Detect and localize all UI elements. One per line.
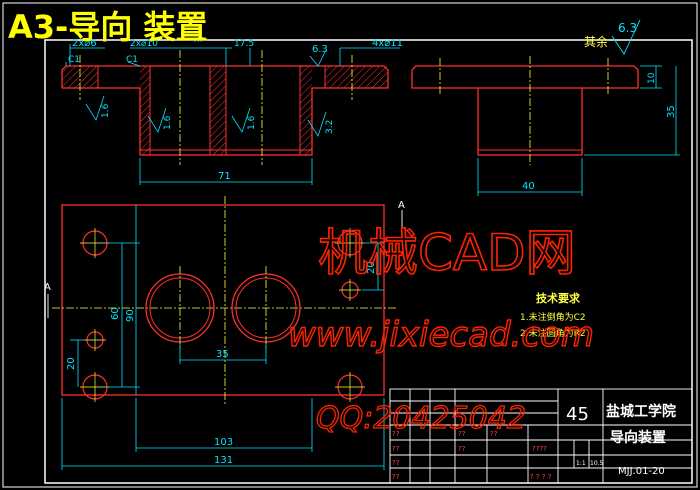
plan-view — [47, 196, 403, 470]
rest-roughness-label: 其余 — [584, 34, 608, 49]
tb-cell-2: ?? — [458, 430, 466, 438]
dim-35-vertical: 35 — [666, 105, 677, 118]
section-a-left: A — [44, 282, 51, 293]
dim-20-right: 20 — [366, 261, 377, 274]
notes-title: 技术要求 — [536, 291, 581, 305]
tb-cell-1: ?? — [392, 430, 400, 438]
watermark-url: www.jixiecad.com — [288, 315, 594, 355]
right-side-view — [411, 19, 680, 196]
rest-roughness-value: 6.3 — [618, 21, 637, 35]
roughness-1-6-a: 1.6 — [101, 103, 111, 118]
part-name: 导向装置 — [610, 429, 666, 446]
dim-35: 35 — [216, 349, 229, 360]
tb-cell-6: ???? — [532, 445, 547, 453]
section-a-top: A — [398, 200, 405, 211]
dim-holes-4x11: 4x⌀11 — [372, 38, 403, 49]
tb-cell-3: ?? — [490, 430, 498, 438]
dim-h7: H7 — [194, 36, 204, 44]
inner-border — [44, 39, 693, 484]
dim-131: 131 — [214, 455, 233, 466]
tb-cell-11: ?? — [392, 473, 400, 481]
top-section-view — [61, 44, 400, 185]
title-block-grid — [389, 388, 693, 484]
tb-cell-8: ? ? ? ? — [530, 473, 552, 481]
chamfer-c1-left: C1 — [68, 55, 80, 65]
dim-40: 40 — [522, 181, 535, 192]
dim-103: 103 — [214, 437, 233, 448]
watermark: 机械CAD网 www.jixiecad.com QQ:20425042 — [287, 223, 594, 436]
dim-20-left: 20 — [66, 357, 77, 370]
chamfer-c1-mid: C1 — [126, 55, 138, 65]
dim-17-5: 17.5 — [234, 39, 254, 49]
page-title: A3-导向 装置 — [8, 8, 207, 46]
notes-line-2: 2.未注圆角为R2 — [520, 327, 586, 339]
tb-cell-5: ?? — [458, 445, 466, 453]
notes-line-1: 1.未注倒角为C2 — [520, 311, 586, 323]
roughness-1-6-b: 1.6 — [163, 115, 173, 130]
dim-90: 90 — [125, 309, 136, 322]
roughness-6-3-top: 6.3 — [312, 44, 328, 55]
roughness-3-2: 3.2 — [325, 120, 335, 134]
tb-cell-7: ?? — [392, 459, 400, 467]
watermark-qq: QQ:20425042 — [316, 401, 526, 436]
school-name: 盐城工学院 — [606, 403, 676, 420]
material-value: 45 — [566, 404, 589, 425]
tb-scale: 1:1 — [576, 460, 586, 467]
watermark-site-cn: 机械CAD网 — [318, 224, 576, 282]
dim-holes-2x10: 2x⌀10 — [130, 39, 158, 49]
tb-cell-4: ?? — [392, 445, 400, 453]
drawing-number: MJJ.01-20 — [618, 466, 665, 477]
tb-weight: 10.5 — [590, 460, 604, 467]
dim-71: 71 — [218, 171, 231, 182]
dim-60: 60 — [110, 307, 121, 320]
roughness-1-6-c: 1.6 — [247, 115, 257, 130]
dim-holes-2x6: 2x⌀6 — [72, 38, 97, 49]
dim-10: 10 — [647, 72, 657, 84]
